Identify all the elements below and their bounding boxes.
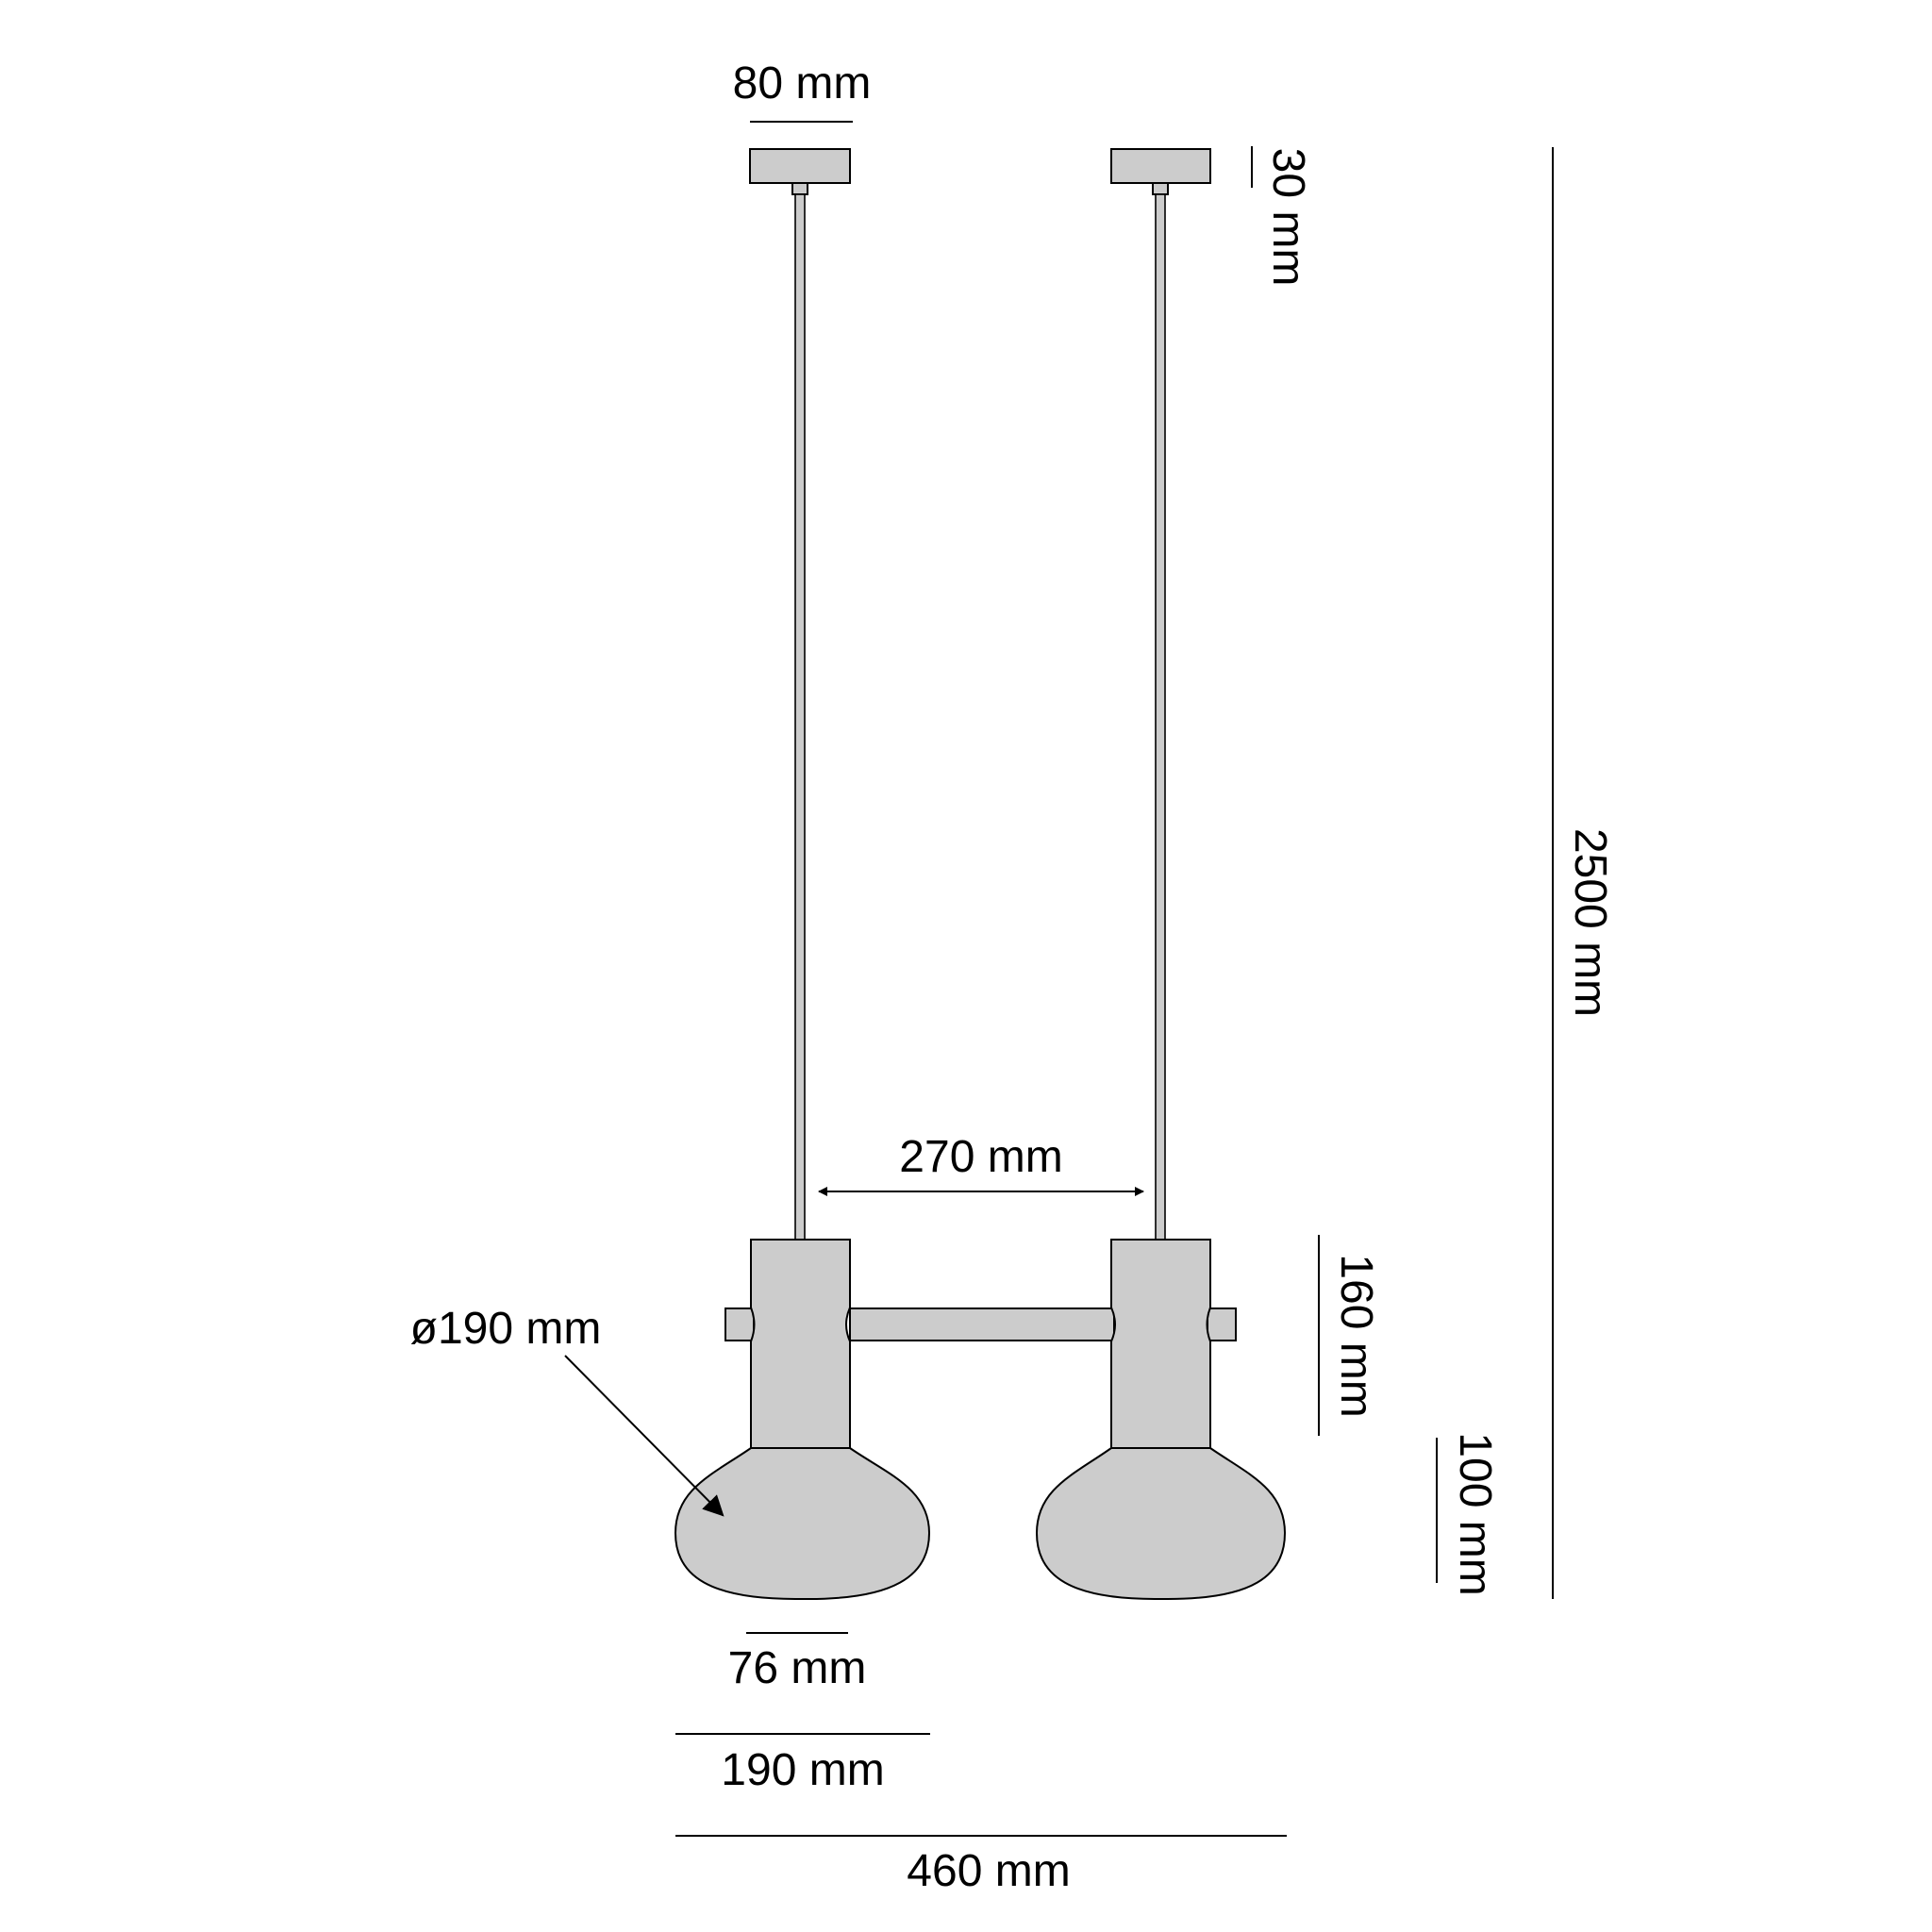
left-body xyxy=(750,1239,851,1449)
right-pendant xyxy=(1035,148,1287,1600)
diameter-leader-arrow xyxy=(564,1355,724,1517)
right-body xyxy=(1110,1239,1211,1449)
right-suspension-rod xyxy=(1155,193,1166,1241)
left-canopy xyxy=(749,148,851,184)
canopy-height-label: 30 mm xyxy=(1263,148,1313,287)
shade-diameter-label: ø190 mm xyxy=(410,1304,602,1354)
neck-width-label: 76 mm xyxy=(728,1643,867,1693)
left-shade xyxy=(674,1447,931,1600)
right-shade xyxy=(1035,1447,1287,1600)
right-canopy-stem xyxy=(1152,182,1169,195)
left-side-knob xyxy=(724,1307,755,1341)
shade-width-label: 190 mm xyxy=(721,1745,884,1795)
crossbar xyxy=(849,1307,1115,1341)
total-width-label: 460 mm xyxy=(907,1846,1070,1896)
left-canopy-stem xyxy=(791,182,808,195)
right-side-knob xyxy=(1207,1307,1237,1341)
total-height-label: 2500 mm xyxy=(1565,828,1615,1017)
canopy-width-label: 80 mm xyxy=(733,58,872,108)
left-pendant xyxy=(674,148,931,1600)
left-suspension-rod xyxy=(794,193,806,1241)
spacing-label: 270 mm xyxy=(899,1132,1062,1182)
body-height-label: 160 mm xyxy=(1331,1254,1381,1417)
shade-height-label: 100 mm xyxy=(1450,1432,1500,1595)
right-canopy xyxy=(1110,148,1211,184)
